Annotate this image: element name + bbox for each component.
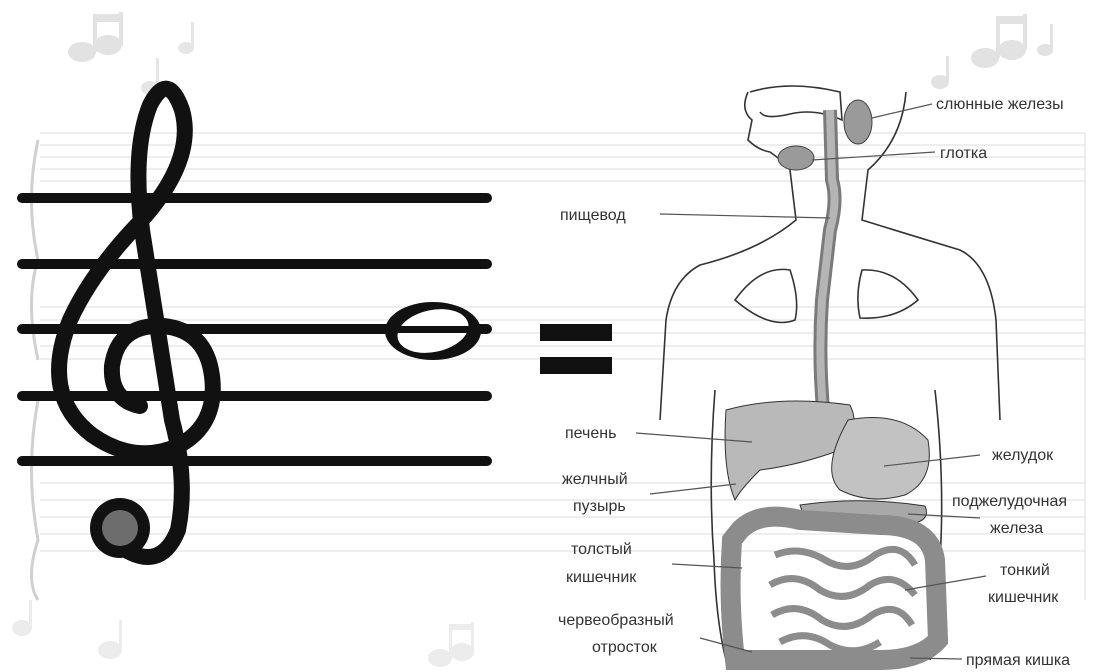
- label-gallbladder-1: желчный: [562, 471, 628, 488]
- background-brace: [32, 140, 39, 600]
- label-esophagus: пищевод: [560, 207, 626, 224]
- label-small-intestine-1: тонкий: [1000, 562, 1050, 579]
- label-salivary-glands: слюнные железы: [936, 96, 1064, 113]
- label-liver: печень: [565, 425, 616, 442]
- label-small-intestine-2: кишечник: [988, 589, 1059, 606]
- music-note-icon: [68, 12, 123, 62]
- clef-ball-inner: [102, 510, 138, 546]
- label-rectum: прямая кишка: [966, 652, 1070, 669]
- label-appendix-2: отросток: [592, 639, 658, 656]
- label-gallbladder-2: пузырь: [573, 498, 626, 515]
- equals-sign-icon: [540, 324, 612, 374]
- salivary-gland-shape: [844, 100, 872, 144]
- label-large-intestine-2: кишечник: [566, 569, 637, 586]
- label-pancreas-2: железа: [990, 520, 1043, 537]
- small-intestine-shape: [770, 549, 915, 650]
- label-pharynx: глотка: [940, 145, 987, 162]
- salivary-gland-shape: [778, 146, 814, 170]
- treble-clef-icon: [59, 89, 213, 557]
- label-large-intestine-1: толстый: [571, 541, 632, 558]
- label-appendix-1: червеобразный: [558, 612, 674, 629]
- whole-note-icon: [385, 302, 481, 360]
- music-note-icon: [931, 14, 1053, 89]
- music-note-icon: [12, 600, 474, 667]
- label-stomach: желудок: [992, 447, 1054, 464]
- stomach-shape: [832, 418, 930, 500]
- label-pancreas-1: поджелудочная: [952, 493, 1067, 510]
